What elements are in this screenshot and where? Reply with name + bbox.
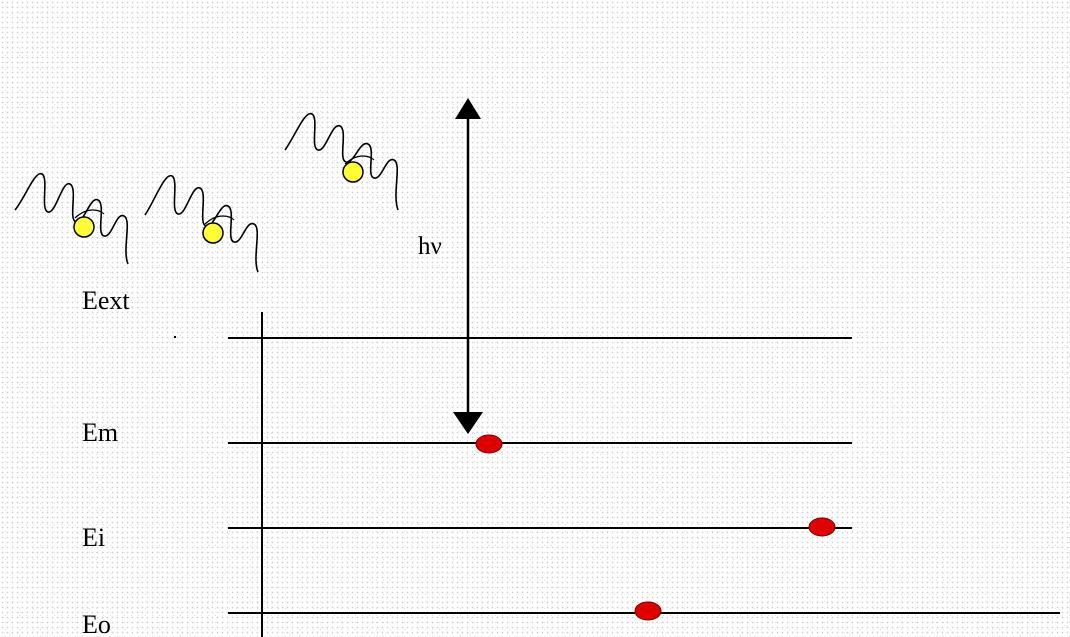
photon-icon — [15, 174, 128, 264]
stray-dot — [174, 336, 176, 338]
arrow-head-down — [453, 412, 483, 434]
photon-energy-label: hν — [418, 234, 442, 259]
electron-icon — [635, 602, 661, 620]
electron-icon — [476, 435, 502, 453]
level-label-o: Eo — [82, 612, 111, 637]
arrow-head-up — [455, 98, 481, 119]
photon-energy-arrow — [453, 98, 483, 434]
level-label-m: Em — [82, 420, 118, 446]
photon-icon — [285, 114, 398, 210]
electron-icon — [809, 518, 835, 536]
level-label-ext: Eext — [82, 288, 130, 314]
level-label-i: Ei — [82, 525, 105, 551]
photon-icon — [145, 176, 258, 272]
